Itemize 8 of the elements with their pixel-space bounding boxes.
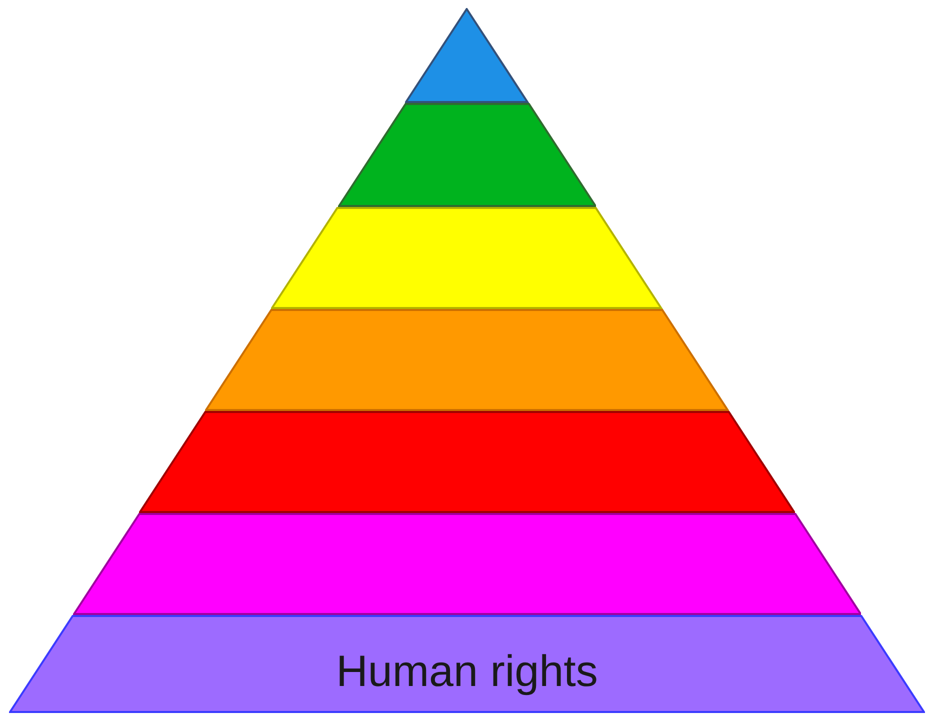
pyramid-layer <box>138 411 796 513</box>
pyramid-layer <box>405 8 529 103</box>
pyramid-layer <box>338 103 596 207</box>
layer-label: Human rights <box>336 650 598 694</box>
pyramid-layer <box>72 513 862 615</box>
pyramid-layer <box>205 309 729 411</box>
pyramid-layer <box>9 615 925 713</box>
pyramid-layer <box>271 207 663 309</box>
